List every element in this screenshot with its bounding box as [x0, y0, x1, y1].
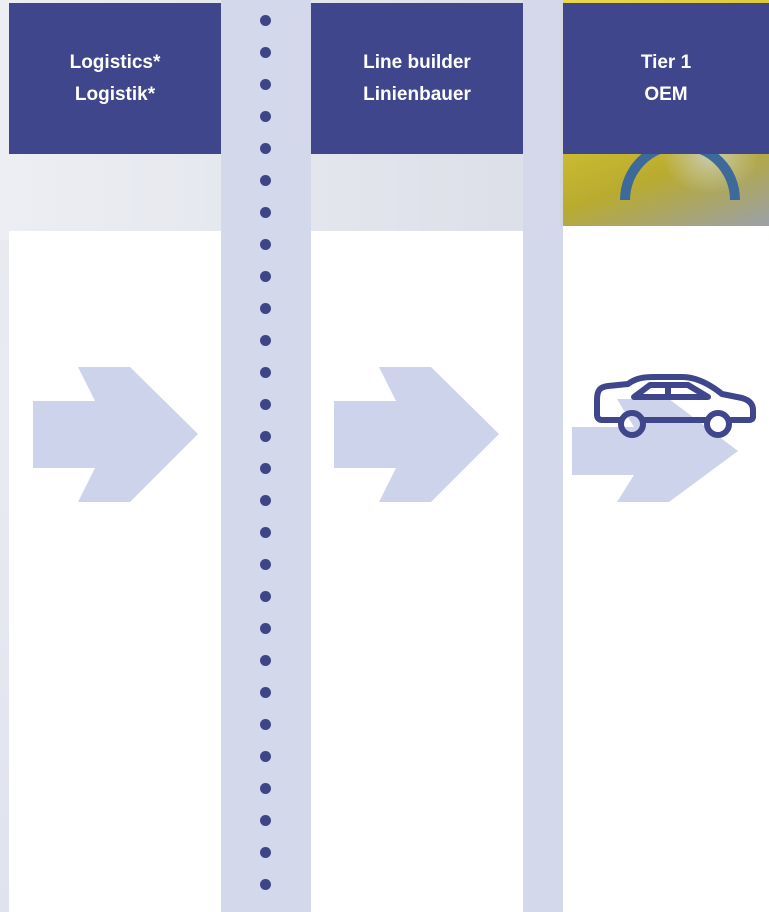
car-icon — [594, 374, 756, 438]
header-line-2: Linienbauer — [363, 83, 471, 105]
header-line-2: Logistik* — [74, 83, 156, 105]
separator-dot — [260, 847, 271, 858]
column-panel-logistics — [9, 231, 221, 912]
column-panel-line-builder — [311, 231, 523, 912]
column-panel-tier1-oem — [563, 226, 769, 912]
separator-dot — [260, 431, 271, 442]
separator-dot — [260, 815, 271, 826]
separator-dot — [260, 111, 271, 122]
divider-stripe — [523, 0, 563, 912]
separator-dot — [260, 655, 271, 666]
column-header-tier1-oem: Tier 1 OEM — [563, 3, 769, 154]
arrow-right-icon — [334, 367, 499, 502]
column-header-logistics: Logistics* Logistik* — [9, 3, 221, 154]
separator-dot — [260, 271, 271, 282]
column-header-line-builder: Line builder Linienbauer — [311, 3, 523, 154]
separator-dot — [260, 495, 271, 506]
header-line-1: Line builder — [363, 51, 471, 73]
separator-dot — [260, 591, 271, 602]
arrow-right-icon — [572, 399, 738, 502]
separator-dot — [260, 143, 271, 154]
separator-dot — [260, 399, 271, 410]
separator-dot — [260, 783, 271, 794]
separator-dot — [260, 207, 271, 218]
separator-dot — [260, 623, 271, 634]
separator-dot — [260, 239, 271, 250]
separator-dot — [260, 687, 271, 698]
separator-dot — [260, 47, 271, 58]
separator-dot — [260, 463, 271, 474]
separator-dot — [260, 527, 271, 538]
separator-dot — [260, 559, 271, 570]
separator-dot — [260, 303, 271, 314]
arrow-right-icon — [33, 367, 198, 502]
separator-dot — [260, 751, 271, 762]
separator-dot — [260, 719, 271, 730]
header-line-1: Logistics* — [69, 51, 161, 73]
divider-stripe — [221, 0, 311, 912]
separator-dot — [260, 367, 271, 378]
separator-dot — [260, 879, 271, 890]
separator-dot — [260, 175, 271, 186]
separator-dot — [260, 15, 271, 26]
separator-dot — [260, 79, 271, 90]
separator-dot — [260, 335, 271, 346]
header-line-2: OEM — [644, 83, 688, 105]
header-line-1: Tier 1 — [640, 51, 692, 73]
